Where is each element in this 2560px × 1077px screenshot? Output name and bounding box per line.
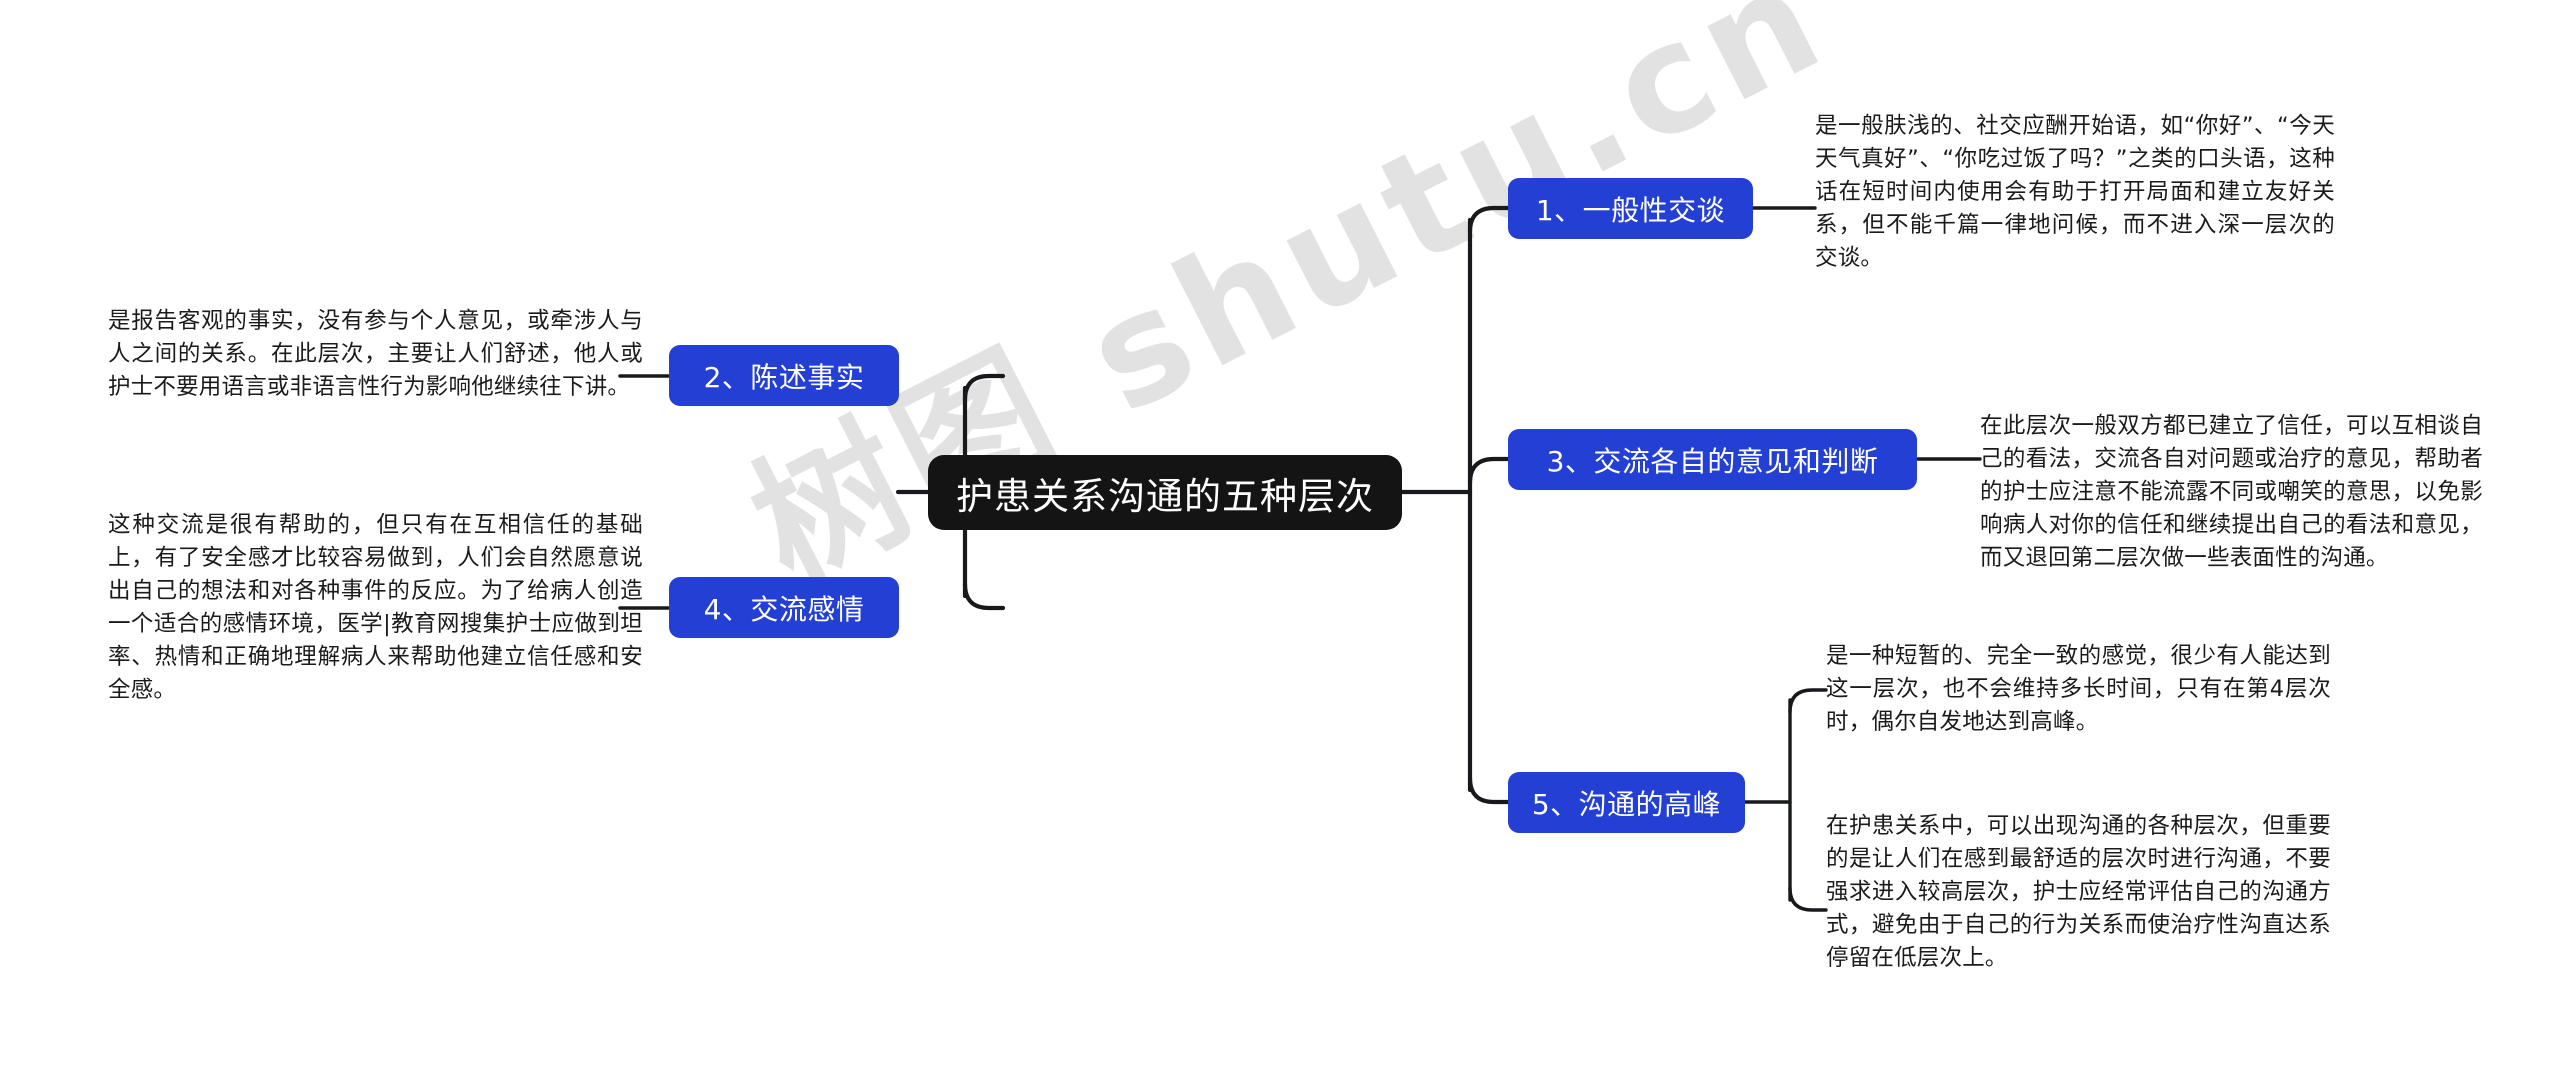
note-branch-2: 是报告客观的事实，没有参与个人意见，或牵涉人与人之间的关系。在此层次，主要让人们… [108, 305, 643, 404]
branch-node-4-label: 4、交流感情 [703, 592, 865, 626]
note-branch-3-text: 在此层次一般双方都已建立了信任，可以互相谈自己的看法，交流各自对问题或治疗的意见… [1980, 413, 2483, 571]
note-branch-5-b: 在护患关系中，可以出现沟通的各种层次，但重要的是让人们在感到最舒适的层次时进行沟… [1826, 810, 2331, 975]
left-branch-to-2 [962, 373, 1006, 403]
branch-node-5-label: 5、沟通的高峰 [1531, 787, 1722, 821]
note-branch-2-text: 是报告客观的事实，没有参与个人意见，或牵涉人与人之间的关系。在此层次，主要让人们… [108, 308, 643, 400]
note-branch-4-text: 这种交流是很有帮助的，但只有在互相信任的基础上，有了安全感才比较容易做到，人们会… [108, 512, 643, 703]
note-branch-1: 是一般肤浅的、社交应酬开始语，如“你好”、“今天天气真好”、“你吃过饭了吗？”之… [1815, 110, 2335, 275]
note-branch-5-b-text: 在护患关系中，可以出现沟通的各种层次，但重要的是让人们在感到最舒适的层次时进行沟… [1826, 813, 2331, 971]
root-node-label: 护患关系沟通的五种层次 [956, 474, 1374, 518]
note-branch-3: 在此层次一般双方都已建立了信任，可以互相谈自己的看法，交流各自对问题或治疗的意见… [1980, 410, 2483, 575]
branch-node-4[interactable]: 4、交流感情 [669, 577, 899, 638]
wire-node5-note-a [1788, 688, 1828, 714]
wire-node5-note-b [1788, 886, 1828, 912]
right-branch-to-5 [1467, 775, 1511, 805]
branch-node-1[interactable]: 1、一般性交谈 [1508, 178, 1753, 239]
branch-node-3-label: 3、交流各自的意见和判断 [1546, 444, 1879, 478]
note-branch-5-a: 是一种短暂的、完全一致的感觉，很少有人能达到这一层次，也不会维持多长时间，只有在… [1826, 640, 2331, 739]
root-node[interactable]: 护患关系沟通的五种层次 [928, 455, 1402, 530]
note-branch-4: 这种交流是很有帮助的，但只有在互相信任的基础上，有了安全感才比较容易做到，人们会… [108, 509, 643, 707]
left-branch-to-4 [962, 581, 1006, 611]
note-branch-5-a-text: 是一种短暂的、完全一致的感觉，很少有人能达到这一层次，也不会维持多长时间，只有在… [1826, 643, 2331, 735]
branch-node-1-label: 1、一般性交谈 [1535, 193, 1726, 227]
branch-node-2-label: 2、陈述事实 [703, 360, 865, 394]
watermark-text: 树图 shutu.cn [726, 0, 1852, 619]
branch-node-2[interactable]: 2、陈述事实 [669, 345, 899, 406]
branch-node-3[interactable]: 3、交流各自的意见和判断 [1508, 429, 1917, 490]
note-branch-1-text: 是一般肤浅的、社交应酬开始语，如“你好”、“今天天气真好”、“你吃过饭了吗？”之… [1815, 113, 2335, 271]
branch-node-5[interactable]: 5、沟通的高峰 [1508, 772, 1745, 833]
right-branch-to-3 [1467, 456, 1511, 486]
right-branch-to-1 [1467, 205, 1511, 235]
